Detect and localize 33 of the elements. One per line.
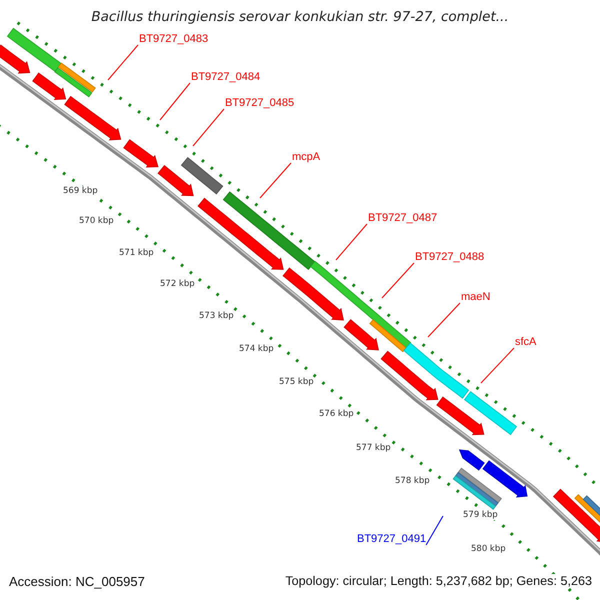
scale-label: 571 kbp (119, 248, 154, 258)
gene-label: BT9727_0485 (225, 97, 294, 110)
scale-label: 574 kbp (239, 344, 274, 354)
scale-label: 575 kbp (279, 377, 314, 387)
gene-label: BT9727_0483 (139, 33, 208, 46)
scale-label: 570 kbp (79, 216, 114, 226)
gene-label: BT9727_0484 (191, 71, 260, 84)
title: Bacillus thuringiensis serovar konkukian str. 97-27, complet... (90, 9, 510, 25)
gene-label: BT9727_0488 (415, 251, 484, 264)
scale-label: 573 kbp (199, 311, 234, 321)
genome-info-text: Topology: circular; Length: 5,237,682 bp; Genes: 5,263 (285, 574, 592, 588)
leader-line (382, 262, 414, 298)
leader-line (428, 302, 460, 338)
gene-label: maeN (461, 291, 490, 304)
scale-label: 577 kbp (356, 443, 391, 453)
scale-label: 579 kbp (463, 510, 498, 520)
leader-line (480, 348, 514, 384)
scale-label: 576 kbp (319, 409, 354, 419)
scale-label: 578 kbp (395, 476, 430, 486)
leader-line (160, 82, 190, 120)
scale-label: 580 kbp (471, 544, 506, 554)
leader-line (192, 108, 224, 146)
leader-line (426, 516, 444, 546)
leader-line (336, 224, 368, 260)
accession-text: Accession: NC_005957 (9, 574, 145, 589)
gene-label: mcpA (292, 151, 320, 164)
gene-label: sfcA (515, 336, 536, 349)
scale-label: 572 kbp (160, 279, 195, 289)
leader-line (260, 162, 292, 198)
gene-label: BT9727_0487 (368, 212, 438, 225)
scale-label: 569 kbp (63, 186, 98, 196)
gene-label: BT9727_0491 (357, 533, 426, 546)
leader-line (108, 44, 138, 80)
